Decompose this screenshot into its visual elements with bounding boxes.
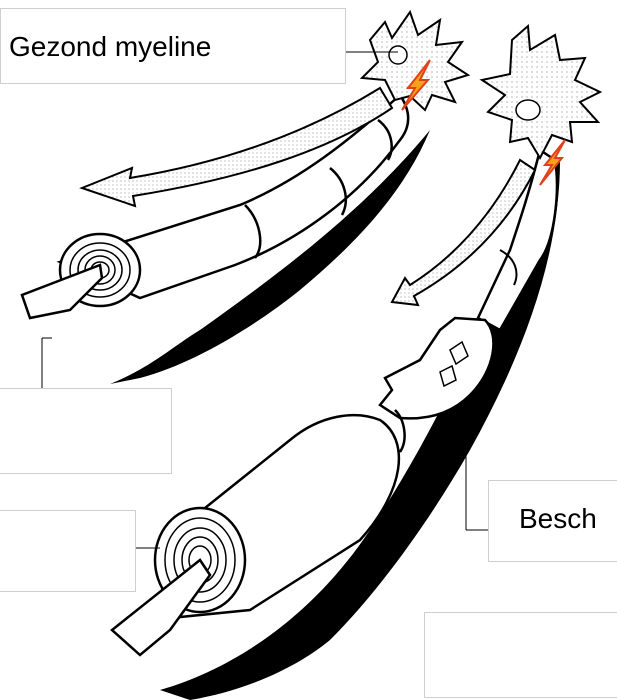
empty-label-box-3 [424, 612, 617, 698]
damaged-myelin-label-box: Besch [488, 480, 617, 562]
damaged-myelin-label: Besch [519, 503, 597, 535]
empty-label-box-2 [0, 510, 136, 592]
healthy-myelin-label: Gezond myeline [9, 31, 211, 63]
empty-label-box-1 [0, 388, 172, 474]
healthy-myelin-label-box: Gezond myeline [0, 8, 346, 84]
damaged-cell-body [482, 26, 600, 158]
